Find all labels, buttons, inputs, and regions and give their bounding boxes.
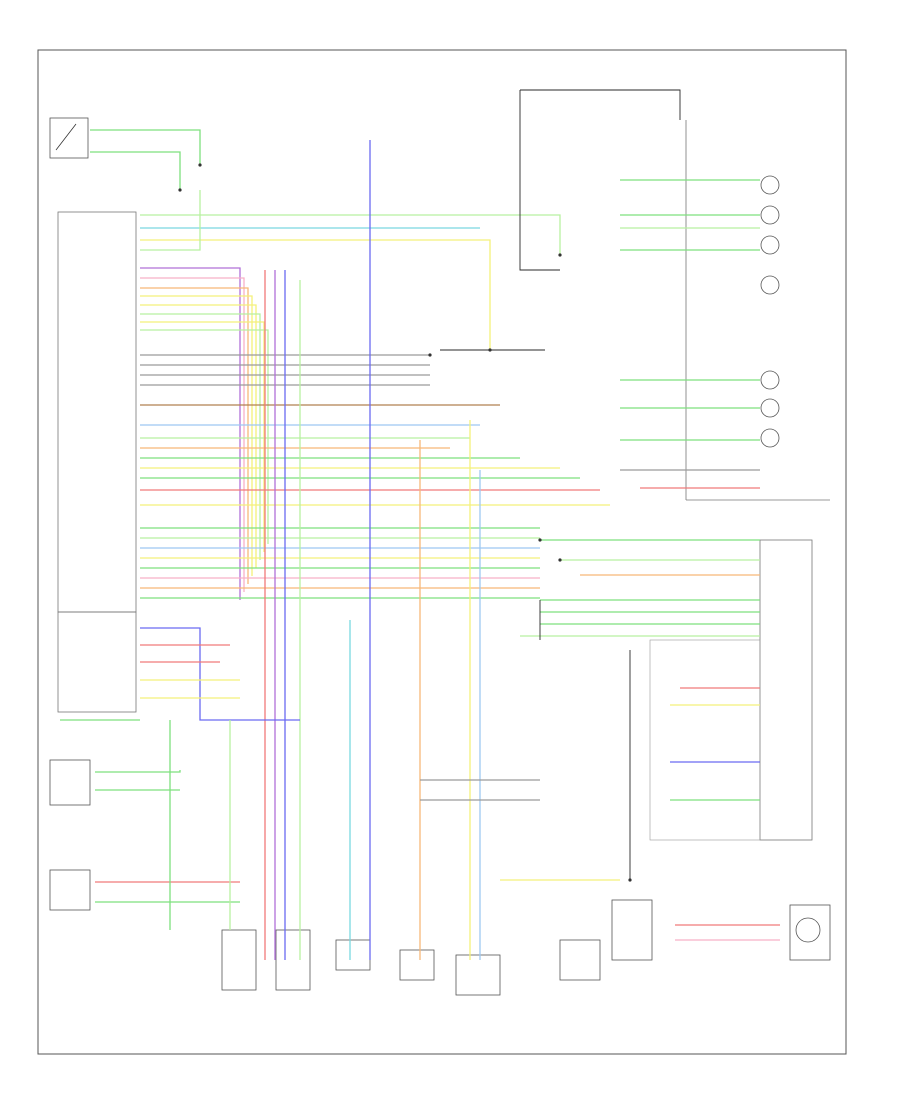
junction-dot: [558, 253, 562, 257]
junction-dot: [198, 163, 202, 167]
wire-lower-green-2: [95, 770, 181, 773]
left-sensor-1: [49, 759, 91, 806]
wire-yellow-1: [140, 239, 491, 350]
diagram-border: [37, 49, 847, 1055]
wire-light-green-2: [140, 190, 201, 251]
left-sensor-2: [49, 869, 91, 911]
top-left-sensor: [49, 117, 89, 159]
right-connector-block: [759, 539, 813, 841]
junction-dot: [558, 558, 562, 562]
wire-harness-row-3: [140, 295, 253, 576]
right-side-box: [649, 639, 761, 841]
wire-harness-row-4: [140, 304, 257, 568]
junction-dot: [628, 878, 632, 882]
junction-dot: [538, 538, 542, 542]
wire-black-vert: [519, 90, 560, 271]
junction-dot: [178, 188, 182, 192]
wire-harness-row-0: [140, 267, 241, 600]
ecu-bottom-block: [57, 611, 137, 713]
wire-harness-row-7: [140, 329, 269, 544]
wire-black-top: [520, 89, 681, 120]
wire-harness-row-1: [140, 277, 245, 592]
junction-dot: [428, 353, 432, 357]
wire-green-top-2: [90, 151, 181, 190]
ecu-left-block: [57, 211, 137, 613]
bottom-components: [221, 899, 831, 996]
wire-green-top-1: [90, 129, 201, 165]
junction-dot: [488, 348, 492, 352]
wire-group: [60, 89, 780, 960]
wire-light-green-1: [140, 214, 561, 255]
wire-harness-row-6: [140, 321, 265, 552]
right-cluster-block: [685, 120, 830, 501]
wire-harness-row-2: [140, 287, 249, 584]
wire-harness-row-5: [140, 313, 261, 560]
wire-lower-blue-1: [140, 627, 300, 721]
pin-label-group: [178, 163, 632, 882]
